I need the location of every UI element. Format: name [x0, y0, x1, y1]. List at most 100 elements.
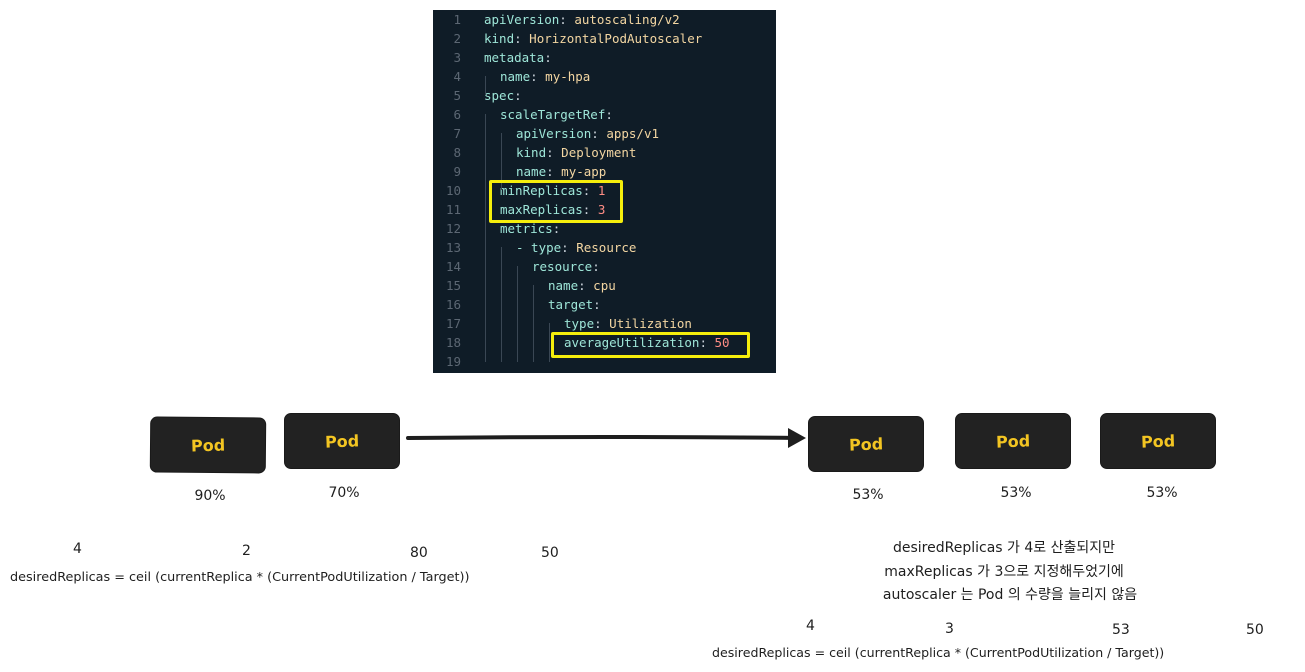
indent-guide	[501, 133, 502, 190]
code-line: 13 - type: Resource	[433, 238, 776, 257]
pod-after-1: Pod	[808, 416, 924, 472]
formula-left-value-current: 2	[242, 543, 251, 559]
yaml-key: name	[548, 278, 579, 293]
indent-guide	[517, 266, 518, 362]
note-line-2: maxReplicas 가 3으로 지정해두었기에	[884, 564, 1124, 580]
line-number: 13	[445, 240, 461, 255]
code-line: 17 type: Utilization	[433, 314, 776, 333]
code-content: target:	[548, 297, 601, 312]
pod-before-1: Pod	[149, 416, 267, 474]
code-line: 11 maxReplicas: 3	[433, 200, 776, 219]
line-number: 18	[445, 335, 461, 350]
yaml-value: Utilization	[609, 316, 692, 331]
yaml-key: scaleTargetRef	[500, 107, 606, 122]
line-number: 6	[453, 107, 461, 122]
yaml-value: HorizontalPodAutoscaler	[529, 31, 703, 46]
pod-label: Pod	[848, 433, 884, 455]
line-number: 12	[445, 221, 461, 236]
line-number: 7	[453, 126, 461, 141]
code-line: 18 averageUtilization: 50	[433, 333, 776, 352]
code-line: 9 name: my-app	[433, 162, 776, 181]
line-number: 14	[445, 259, 461, 274]
pod-after-1-utilization: 53%	[852, 487, 884, 503]
code-line: 2 kind: HorizontalPodAutoscaler	[433, 29, 776, 48]
yaml-value: 3	[597, 202, 606, 217]
yaml-value: 1	[597, 183, 606, 198]
yaml-key: kind	[516, 145, 547, 160]
yaml-key: - type	[516, 240, 562, 255]
yaml-key: type	[564, 316, 595, 331]
yaml-key: spec	[484, 88, 515, 103]
code-content: name: my-hpa	[500, 69, 591, 84]
yaml-value: 50	[714, 335, 730, 350]
code-content: spec:	[484, 88, 522, 103]
indent-guide	[501, 247, 502, 362]
yaml-key: resource	[532, 259, 593, 274]
formula-left-value-utilization: 80	[410, 545, 428, 561]
code-content: minReplicas: 1	[500, 183, 606, 198]
yaml-key: name	[500, 69, 531, 84]
indent-guide	[485, 76, 486, 95]
note-line-1: desiredReplicas 가 4로 산출되지만	[893, 540, 1115, 556]
line-number: 17	[445, 316, 461, 331]
indent-guide	[485, 114, 486, 362]
code-content: apiVersion: autoscaling/v2	[484, 12, 680, 27]
line-number: 16	[445, 297, 461, 312]
line-number: 9	[453, 164, 461, 179]
line-number: 19	[445, 354, 461, 369]
yaml-value: Resource	[576, 240, 637, 255]
yaml-key: kind	[484, 31, 515, 46]
yaml-key: apiVersion	[516, 126, 592, 141]
pod-label: Pod	[995, 430, 1031, 452]
code-line: 10 minReplicas: 1	[433, 181, 776, 200]
formula-right-value-target: 50	[1246, 622, 1264, 638]
code-content: kind: HorizontalPodAutoscaler	[484, 31, 703, 46]
hpa-yaml-code-panel: 1 apiVersion: autoscaling/v2 2 kind: Horizo…	[433, 10, 776, 373]
formula-left: desiredReplicas = ceil (currentReplica *…	[10, 570, 470, 585]
line-number: 11	[445, 202, 461, 217]
indent-guide	[549, 323, 550, 362]
line-number: 8	[453, 145, 461, 160]
yaml-key: target	[548, 297, 594, 312]
yaml-key: minReplicas	[500, 183, 583, 198]
code-line: 14 resource:	[433, 257, 776, 276]
code-content: apiVersion: apps/v1	[516, 126, 660, 141]
formula-left-value-target: 50	[541, 545, 559, 561]
pod-before-1-utilization: 90%	[194, 488, 226, 504]
yaml-value: Deployment	[561, 145, 637, 160]
code-content: scaleTargetRef:	[500, 107, 613, 122]
replicas-highlight-box	[489, 180, 623, 223]
code-content: - type: Resource	[516, 240, 637, 255]
yaml-value: cpu	[593, 278, 616, 293]
pod-label: Pod	[324, 430, 360, 452]
pod-after-2-utilization: 53%	[1000, 485, 1032, 501]
yaml-key: metadata	[484, 50, 545, 65]
code-content: resource:	[532, 259, 600, 274]
line-number: 2	[453, 31, 461, 46]
average-utilization-highlight-box	[551, 332, 750, 358]
indent-guide	[533, 285, 534, 362]
pod-before-2-utilization: 70%	[328, 485, 360, 501]
formula-right: desiredReplicas = ceil (currentReplica *…	[712, 645, 1165, 660]
line-number: 1	[453, 12, 461, 27]
yaml-value: my-app	[561, 164, 607, 179]
note-line-3: autoscaler 는 Pod 의 수량을 늘리지 않음	[882, 587, 1138, 603]
formula-left-value-replicas: 4	[73, 541, 82, 557]
code-content: type: Utilization	[564, 316, 692, 331]
code-content: metadata:	[484, 50, 552, 65]
code-content: name: my-app	[516, 164, 607, 179]
code-line: 16 target:	[433, 295, 776, 314]
yaml-value: autoscaling/v2	[574, 12, 680, 27]
code-content: averageUtilization: 50	[564, 335, 730, 350]
pod-label: Pod	[190, 435, 226, 455]
pod-label: Pod	[1140, 430, 1176, 452]
code-content: maxReplicas: 3	[500, 202, 606, 217]
formula-right-value-utilization: 53	[1112, 622, 1130, 638]
line-number: 10	[445, 183, 461, 198]
